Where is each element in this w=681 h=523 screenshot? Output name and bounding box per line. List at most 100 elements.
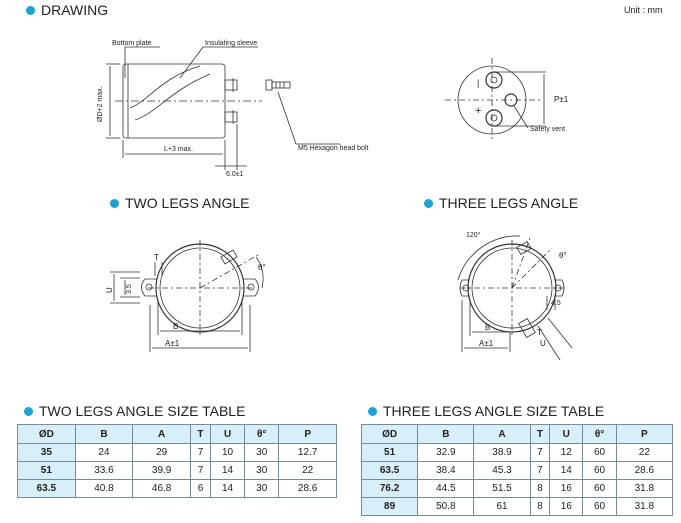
two-legs-heading-text: TWO LEGS ANGLE bbox=[125, 195, 250, 211]
bolt-label: M5 Hexagon head bolt bbox=[298, 145, 368, 152]
col-header: θ° bbox=[582, 424, 617, 444]
two-legs-a-label: A±1 bbox=[165, 339, 180, 348]
safety-vent bbox=[504, 93, 518, 107]
angle-arc bbox=[457, 235, 521, 281]
two-legs-theta-label: θ° bbox=[258, 263, 266, 272]
three-legs-45-label: 4.5 bbox=[551, 300, 561, 307]
table-header-row: ØD B A T U θ° P bbox=[360, 424, 674, 444]
col-header: ØD bbox=[360, 424, 419, 444]
diameter-label: ØD+2 max. bbox=[97, 86, 104, 122]
drawing-heading-text: DRAWING bbox=[41, 2, 109, 18]
col-header: A bbox=[473, 424, 531, 444]
two-legs-heading: TWO LEGS ANGLE bbox=[110, 195, 249, 211]
cell: 33.6 bbox=[74, 461, 134, 480]
cell: 7 bbox=[189, 443, 211, 462]
three-legs-size-table: ØD B A T U θ° P 51 32.9 38.9 7 12 60 22 … bbox=[360, 424, 674, 516]
cell: 51.5 bbox=[473, 479, 531, 498]
sleeve-curve-2 bbox=[134, 73, 211, 121]
cell: 31.8 bbox=[615, 479, 674, 498]
left-leg bbox=[141, 278, 157, 297]
three-table-heading: THREE LEGS ANGLE SIZE TABLE bbox=[368, 403, 604, 419]
cell: 51 bbox=[360, 443, 419, 462]
pitch-label: P±1 bbox=[554, 95, 569, 104]
three-legs-t-label: T bbox=[537, 328, 542, 337]
bullet-icon bbox=[424, 198, 433, 208]
cell: 24 bbox=[74, 443, 134, 462]
col-header: U bbox=[209, 424, 246, 444]
two-table-heading-text: TWO LEGS ANGLE SIZE TABLE bbox=[39, 403, 246, 419]
two-table-heading: TWO LEGS ANGLE SIZE TABLE bbox=[24, 403, 245, 419]
col-header: B bbox=[74, 424, 134, 444]
table-row: 76.2 44.5 51.5 8 16 60 31.8 bbox=[360, 479, 674, 498]
cell: 16 bbox=[549, 479, 584, 498]
unit-label: Unit : mm bbox=[624, 5, 663, 15]
cell: 61 bbox=[473, 497, 531, 516]
cell: 8 bbox=[529, 497, 551, 516]
table-row: 51 32.9 38.9 7 12 60 22 bbox=[360, 443, 674, 462]
two-legs-u-label: U bbox=[105, 287, 114, 293]
two-legs-35-label: 3.5 bbox=[126, 284, 133, 294]
cell: 46.8 bbox=[132, 479, 191, 498]
table-row: 35 24 29 7 10 30 12.7 bbox=[17, 443, 337, 462]
cell: 22 bbox=[278, 461, 337, 480]
terminal-gap-label: 6.0±1 bbox=[226, 171, 244, 178]
table-row: 63.5 38.4 45.3 7 14 60 28.6 bbox=[360, 461, 674, 480]
cell: 14 bbox=[209, 479, 246, 498]
cell: 29 bbox=[132, 443, 191, 462]
cell: 7 bbox=[529, 461, 551, 480]
cell: 32.9 bbox=[417, 443, 475, 462]
cell: 6 bbox=[189, 479, 211, 498]
cell: 60 bbox=[582, 461, 617, 480]
three-legs-heading: THREE LEGS ANGLE bbox=[424, 195, 578, 211]
cell: 7 bbox=[189, 461, 211, 480]
three-legs-u-label: U bbox=[540, 339, 546, 348]
cell: 60 bbox=[582, 443, 617, 462]
col-header: T bbox=[529, 424, 551, 444]
cell: 51 bbox=[17, 461, 76, 480]
bullet-icon bbox=[110, 198, 119, 208]
bullet-icon bbox=[26, 5, 35, 15]
cell: 60 bbox=[582, 479, 617, 498]
cell: 60 bbox=[582, 497, 617, 516]
cell: 38.4 bbox=[417, 461, 475, 480]
cell: 63.5 bbox=[360, 461, 419, 480]
left-leg bbox=[459, 279, 470, 297]
cell: 40.8 bbox=[74, 479, 134, 498]
minus-marker: | bbox=[477, 78, 479, 88]
col-header: ØD bbox=[17, 424, 76, 444]
cell: 8 bbox=[529, 479, 551, 498]
bottom-plate-label: Bottom plate bbox=[112, 40, 151, 47]
two-legs-size-table: ØD B A T U θ° P 35 24 29 7 10 30 12.7 51… bbox=[17, 424, 337, 498]
terminal-top bbox=[224, 79, 238, 91]
cell: 22 bbox=[615, 443, 674, 462]
cell: 39.9 bbox=[132, 461, 191, 480]
length-label: L+3 max. bbox=[164, 146, 193, 153]
cell: 44.5 bbox=[417, 479, 475, 498]
three-legs-heading-text: THREE LEGS ANGLE bbox=[439, 195, 579, 211]
three-table-heading-text: THREE LEGS ANGLE SIZE TABLE bbox=[383, 403, 605, 419]
cell: 7 bbox=[529, 443, 551, 462]
table-header-row: ØD B A T U θ° P bbox=[17, 424, 337, 444]
two-legs-b-label: B bbox=[173, 322, 178, 331]
col-header: P bbox=[615, 424, 674, 444]
col-header: A bbox=[132, 424, 191, 444]
table-row: 51 33.6 39.9 7 14 30 22 bbox=[17, 461, 337, 480]
cell: 50.8 bbox=[417, 497, 475, 516]
cell: 10 bbox=[209, 443, 246, 462]
cell: 14 bbox=[549, 461, 584, 480]
three-legs-b-label: B bbox=[485, 323, 490, 332]
bullet-icon bbox=[368, 406, 377, 416]
sleeve-curve bbox=[129, 65, 201, 109]
cell: 28.6 bbox=[615, 461, 674, 480]
cell: 31.8 bbox=[615, 497, 674, 516]
three-legs-a-label: A±1 bbox=[479, 339, 494, 348]
table-row: 89 50.8 61 8 16 60 31.8 bbox=[360, 497, 674, 516]
cell: 30 bbox=[244, 479, 280, 498]
drawing-heading: DRAWING bbox=[26, 2, 108, 18]
col-header: U bbox=[549, 424, 584, 444]
cell: 14 bbox=[209, 461, 246, 480]
col-header: T bbox=[189, 424, 211, 444]
cell: 45.3 bbox=[473, 461, 531, 480]
three-legs-theta-label: θ° bbox=[559, 251, 567, 260]
cell: 89 bbox=[360, 497, 419, 516]
